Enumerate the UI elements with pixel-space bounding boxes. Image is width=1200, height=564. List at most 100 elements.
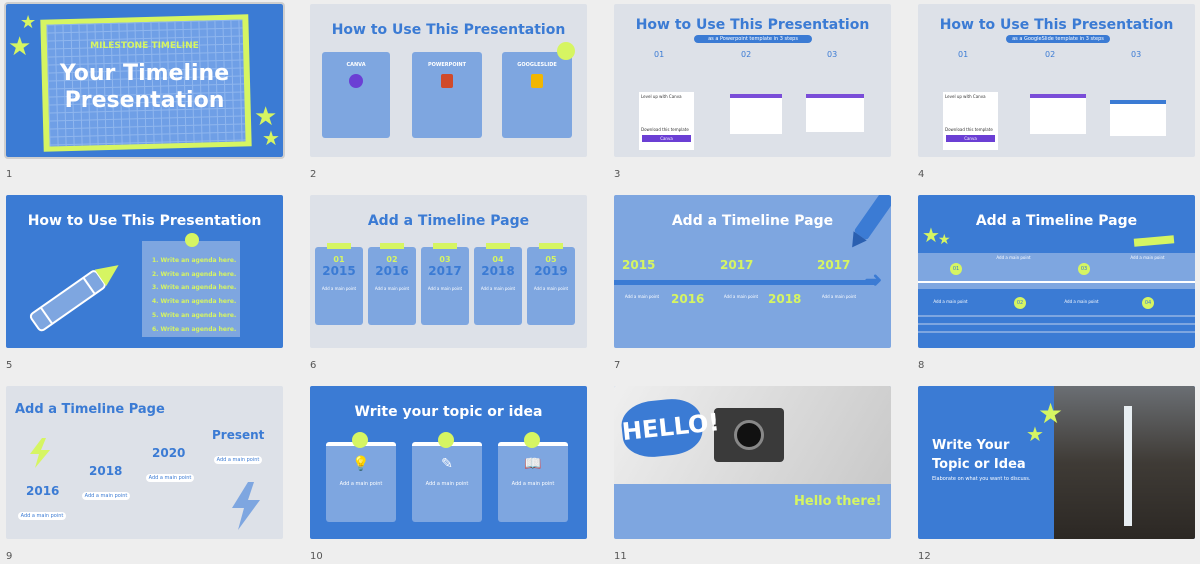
slide-thumbnail-4[interactable]: How to Use This Presentation as a Google… xyxy=(918,4,1195,157)
agenda-item: 3. Write an agenda here. xyxy=(152,284,237,292)
title-line-2: Topic or Idea xyxy=(932,457,1026,472)
slide-thumbnail-2[interactable]: How to Use This Presentation CANVA POWER… xyxy=(310,4,587,157)
slide-caption: Elaborate on what you want to discuss. xyxy=(932,476,1031,482)
slide-kicker: MILESTONE TIMELINE xyxy=(90,41,199,51)
googleslide-card: GOOGLESLIDE xyxy=(502,52,572,138)
slide-thumbnail-9[interactable]: Add a Timeline Page 2016 2018 2020 Prese… xyxy=(6,386,283,539)
timeline-cards: 01 2015 Add a main point 02 2016 Add a m… xyxy=(315,243,583,327)
greeting: Hello there! xyxy=(794,494,882,509)
agenda-item: 6. Write an agenda here. xyxy=(152,325,237,333)
timeline-node: 03 xyxy=(1078,263,1090,275)
slide-cell-11: HELLO! Hello there! 11 xyxy=(614,386,891,562)
card-point: Add a main point xyxy=(339,481,383,487)
title-line-1: Your Timeline xyxy=(59,61,230,86)
timeline-year: 2018 xyxy=(768,292,802,306)
star-icon: ★ xyxy=(1026,422,1044,446)
tape xyxy=(380,243,404,249)
smiley-icon xyxy=(557,42,575,60)
idea-card: 📖 Add a main point xyxy=(498,432,568,522)
slide-number: 8 xyxy=(918,360,925,371)
timeline-year: 2016 xyxy=(671,292,705,306)
screenshot-download xyxy=(806,94,864,132)
slide-cell-10: Write your topic or idea 💡 Add a main po… xyxy=(310,386,587,562)
smiley-icon xyxy=(352,432,368,448)
timeline-point: Add a main point xyxy=(624,294,660,299)
slide-thumbnail-3[interactable]: How to Use This Presentation as a Powerp… xyxy=(614,4,891,157)
card-index: 02 xyxy=(386,255,398,264)
arrow-right-icon: ➜ xyxy=(864,268,883,293)
star-icon: ★ xyxy=(20,12,37,33)
slide-cell-3: How to Use This Presentation as a Powerp… xyxy=(614,4,891,180)
slide-title: Write your topic or idea xyxy=(354,404,543,420)
stripe xyxy=(918,323,1195,325)
timeline-node: 04 xyxy=(1142,297,1154,309)
timeline-point: Add a main point xyxy=(933,299,968,304)
slide-number: 1 xyxy=(6,169,13,180)
smiley-icon xyxy=(524,432,540,448)
slide-number: 4 xyxy=(918,169,925,180)
timeline-year: 2016 xyxy=(26,484,60,498)
pin-icon xyxy=(185,233,199,247)
card-point: Add a main point xyxy=(321,286,357,291)
timeline-point: Add a main point xyxy=(1064,299,1099,304)
panel-heading: Level up with Canva xyxy=(945,94,986,99)
slide-subtitle: as a Powerpoint template in 3 steps xyxy=(694,35,812,43)
slide-thumbnail-12[interactable]: Write Your Topic or Idea Elaborate on wh… xyxy=(918,386,1195,539)
timeline-card: 03 2017 Add a main point xyxy=(421,243,469,325)
marker-icon xyxy=(852,195,891,248)
slide-number: 5 xyxy=(6,360,13,371)
star-icon: ★ xyxy=(1038,397,1064,430)
slide-cell-6: Add a Timeline Page 01 2015 Add a main p… xyxy=(310,195,587,371)
agenda-list: 1. Write an agenda here. 2. Write an age… xyxy=(152,254,236,336)
stripe xyxy=(918,315,1195,317)
slide-thumbnail-5[interactable]: How to Use This Presentation 1. Write an… xyxy=(6,195,283,348)
timeline-point: Add a main point xyxy=(214,456,262,464)
tape xyxy=(539,243,563,249)
card-year: 2019 xyxy=(534,264,568,278)
card-point: Add a main point xyxy=(425,481,469,487)
timeline-year: 2017 xyxy=(817,258,851,272)
slide-thumbnail-11[interactable]: HELLO! Hello there! xyxy=(614,386,891,539)
card-year: 2016 xyxy=(375,264,409,278)
slide-subtitle: as a GoogleSlide template in 3 steps xyxy=(1006,35,1110,43)
card-index: 05 xyxy=(545,255,557,264)
slide-title: Add a Timeline Page xyxy=(975,213,1138,229)
slide-cell-1: MILESTONE TIMELINE Your Timeline Present… xyxy=(4,2,285,180)
slide-cell-5: How to Use This Presentation 1. Write an… xyxy=(6,195,283,371)
slide-cell-4: How to Use This Presentation as a Google… xyxy=(918,4,1195,180)
slide-thumbnail-7[interactable]: Add a Timeline Page ➜ 2015 2017 2017 201… xyxy=(614,195,891,348)
stripe xyxy=(918,331,1195,333)
idea-card: 💡 Add a main point xyxy=(326,432,396,522)
powerpoint-card: POWERPOINT xyxy=(412,52,482,138)
timeline-point: Add a main point xyxy=(1130,255,1165,260)
slide-title: How to Use This Presentation xyxy=(27,213,262,229)
slide-number: 9 xyxy=(6,551,13,562)
timeline-year: 2015 xyxy=(622,258,656,272)
card-index: 04 xyxy=(492,255,504,264)
slide-title: Add a Timeline Page xyxy=(367,213,530,229)
timeline-point: Add a main point xyxy=(146,474,194,482)
canva-card: CANVA xyxy=(322,52,390,138)
lightning-icon xyxy=(232,482,260,530)
star-icon: ★ xyxy=(262,126,280,150)
tape xyxy=(486,243,510,249)
slide-thumbnail-1[interactable]: MILESTONE TIMELINE Your Timeline Present… xyxy=(4,2,285,159)
idea-card: ✎ Add a main point xyxy=(412,432,482,522)
timeline-year: 2020 xyxy=(152,446,186,460)
star-icon: ★ xyxy=(8,32,32,62)
slide-thumbnail-10[interactable]: Write your topic or idea 💡 Add a main po… xyxy=(310,386,587,539)
step-number: 02 xyxy=(1045,50,1056,59)
canva-button: Canva xyxy=(946,135,995,142)
timeline-point: Add a main point xyxy=(821,294,857,299)
card-index: 03 xyxy=(439,255,451,264)
slide-title: How to Use This Presentation xyxy=(331,22,566,38)
slide-number: 2 xyxy=(310,169,317,180)
lightbulb-icon: 💡 xyxy=(352,456,370,472)
card-label: POWERPOINT xyxy=(427,62,467,68)
card-index: 01 xyxy=(333,255,345,264)
slide-thumbnail-8[interactable]: Add a Timeline Page ★ ★ 01 02 03 04 Add … xyxy=(918,195,1195,348)
slide-title: Write Your Topic or Idea xyxy=(932,436,1026,474)
agenda-item: 5. Write an agenda here. xyxy=(152,311,237,319)
slide-thumbnail-6[interactable]: Add a Timeline Page 01 2015 Add a main p… xyxy=(310,195,587,348)
book-icon: 📖 xyxy=(524,456,542,472)
